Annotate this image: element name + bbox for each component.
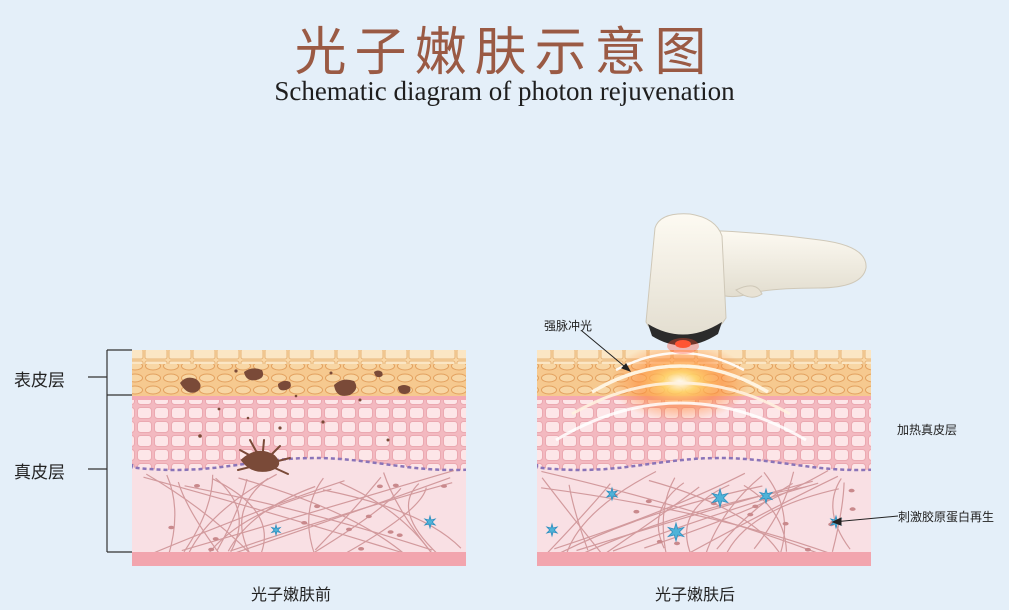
fiber-strand (575, 486, 807, 558)
collagen-star-icon (545, 522, 559, 538)
label-dermis: 真皮层 (14, 463, 65, 483)
page-title: 光子嫩肤示意图 (294, 23, 715, 83)
fiber-node (656, 539, 663, 544)
fiber-node (645, 499, 652, 504)
fiber-node (168, 525, 175, 530)
fiber-strand (346, 487, 427, 553)
fiber-node (194, 484, 200, 488)
fiber-node (849, 507, 856, 511)
fiber-strand (322, 489, 462, 549)
collagen-star-icon (270, 523, 282, 537)
epidermis-layer (132, 364, 466, 396)
fiber-node (346, 527, 352, 532)
skin-section-before (132, 350, 466, 566)
page-subtitle: Schematic diagram of photon rejuvenation (274, 76, 735, 106)
label-ipl: 强脉冲光 (544, 319, 593, 333)
fiber-node (674, 541, 680, 546)
layer-bracket (88, 349, 132, 553)
subcutaneous-band (537, 552, 871, 566)
fiber-strand (183, 474, 214, 553)
fiber-node (848, 488, 855, 493)
fiber-strand (576, 480, 813, 552)
fiber-strand (166, 474, 176, 557)
collagen-star-icon (666, 521, 686, 543)
basement-membrane (537, 456, 871, 472)
fiber-strand (685, 484, 730, 557)
collagen-star-icon (423, 514, 437, 530)
fiber-strand (831, 482, 845, 552)
fiber-node (314, 504, 321, 509)
fiber-strand (763, 472, 786, 554)
fiber-node (747, 512, 754, 517)
collagen-star-icon (758, 487, 774, 505)
fiber-strand (541, 477, 602, 553)
basement-membrane (132, 456, 466, 472)
subcutaneous-band (132, 552, 466, 566)
fiber-strand (339, 481, 435, 558)
fiber-node (441, 484, 447, 488)
fiber-node (365, 514, 372, 519)
basal-line (132, 396, 466, 400)
fiber-strand (545, 483, 611, 555)
fiber-node (396, 533, 403, 537)
melanocyte-cluster (237, 439, 291, 475)
fiber-strand (206, 488, 332, 556)
ipl-handpiece (645, 213, 867, 354)
fiber-strand (644, 469, 829, 549)
fiber-node (633, 509, 640, 514)
fiber-strand (407, 483, 439, 555)
collagen-star-icon (605, 486, 619, 502)
fiber-strand (560, 485, 763, 554)
fiber-strand (241, 477, 269, 555)
fiber-strand (743, 484, 788, 552)
fiber-node (358, 547, 365, 551)
fiber-strand (184, 485, 433, 551)
fiber-strand (541, 487, 832, 555)
fiber-strand (724, 488, 839, 558)
fiber-node (782, 521, 789, 526)
fiber-node (208, 547, 215, 552)
fiber-strand (238, 477, 406, 556)
fiber-nodes (168, 483, 447, 552)
light-energy-waves (555, 350, 807, 442)
label-collagen-regeneration: 刺激胶原蛋白再生 (898, 510, 995, 524)
fiber-strand (144, 480, 345, 557)
fiber-strand (216, 478, 248, 551)
fiber-node (301, 521, 308, 525)
fiber-node (376, 484, 383, 489)
caption-before: 光子嫩肤前 (251, 585, 332, 604)
fiber-strand (685, 475, 839, 556)
fiber-strand (705, 475, 763, 555)
fiber-strand (143, 476, 404, 554)
fiber-node (752, 504, 759, 509)
fiber-strand (308, 477, 324, 556)
fiber-strand (832, 478, 851, 550)
collagen-fibers (541, 469, 851, 559)
fiber-node (387, 530, 394, 534)
fiber-node (392, 483, 399, 488)
fiber-node (804, 547, 811, 552)
stratum-corneum (132, 350, 466, 364)
fiber-strand (230, 482, 453, 552)
fiber-strand (314, 476, 382, 551)
fiber-strand (554, 472, 746, 550)
fiber-strand (612, 482, 819, 552)
collagen-fibroblast-markers (270, 486, 843, 543)
annotation-lines (581, 330, 899, 526)
fiber-strand (662, 477, 676, 558)
pigment-spots (180, 368, 411, 442)
fiber-strand (568, 484, 589, 551)
fiber-strand (753, 471, 795, 550)
label-heating-dermis: 加热真皮层 (897, 423, 958, 437)
fiber-strand (145, 473, 254, 557)
label-epidermis: 表皮层 (14, 371, 65, 391)
fiber-strand (227, 485, 316, 552)
collagen-star-icon (710, 487, 730, 509)
fiber-node (212, 537, 219, 541)
fiber-strand (212, 478, 265, 553)
fiber-strand (565, 470, 657, 555)
caption-after: 光子嫩肤后 (655, 585, 736, 604)
